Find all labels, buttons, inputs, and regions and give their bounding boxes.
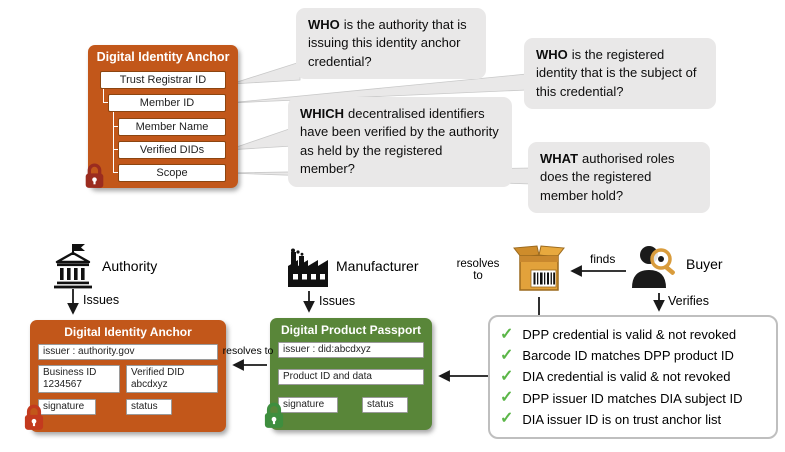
checklist-item-text: DPP issuer ID matches DIA subject ID xyxy=(522,390,743,406)
buyer-magnifier-icon xyxy=(630,243,678,294)
finds-label: finds xyxy=(590,252,616,266)
callout-text: is the authority that is issuing this id… xyxy=(308,17,467,69)
authority-building-icon xyxy=(52,243,94,294)
authority-issues-label: Issues xyxy=(83,293,120,307)
dia-schema-card: Digital Identity Anchor Trust Registrar … xyxy=(85,45,238,188)
anchor-field-scope: Scope xyxy=(118,164,226,182)
resolves-to-label-barcode: resolves to xyxy=(456,258,500,282)
verifies-label: Verifies xyxy=(668,294,709,308)
dpp-product-field: Product ID and data xyxy=(278,369,424,385)
resolves-to-label-dpp: resolves to xyxy=(222,345,274,357)
checklist-item: ✓ DPP issuer ID matches DIA subject ID xyxy=(500,390,766,406)
callout-keyword: WHICH xyxy=(300,106,345,121)
dia-verified-did-value: abcdxyz xyxy=(131,379,168,390)
dia-business-id-value: 1234567 xyxy=(43,379,82,390)
check-icon: ✓ xyxy=(500,346,514,364)
anchor-field-verified-dids: Verified DIDs xyxy=(118,141,226,159)
callout-keyword: WHAT xyxy=(540,151,579,166)
dpp-credential-card: Digital Product Passport issuer : did:ab… xyxy=(264,318,432,430)
manufacturer-issues-label: Issues xyxy=(319,294,356,308)
buyer-label: Buyer xyxy=(686,256,723,272)
dia-issuer-field: issuer : authority.gov xyxy=(38,344,218,360)
dia-verified-did-label: Verified DID xyxy=(131,367,185,378)
anchor-field-trust-registrar-id: Trust Registrar ID xyxy=(100,71,226,89)
manufacturer-label: Manufacturer xyxy=(336,258,419,274)
dia-schema-title: Digital Identity Anchor xyxy=(96,50,230,64)
package-barcode-icon xyxy=(512,244,566,301)
dia-status-field: status xyxy=(126,399,172,415)
check-icon: ✓ xyxy=(500,367,514,385)
tree-connector xyxy=(113,112,118,173)
checklist-item-text: DIA credential is valid & not revoked xyxy=(522,369,731,385)
verification-checklist: ✓ DPP credential is valid & not revoked … xyxy=(488,315,778,439)
anchor-lock-icon xyxy=(82,161,107,195)
callout-keyword: WHO xyxy=(308,17,340,32)
callout-text: is the registered identity that is the s… xyxy=(536,47,697,99)
callout-text: decentralised identifiers have been veri… xyxy=(300,106,499,177)
authority-label: Authority xyxy=(102,258,158,274)
check-icon: ✓ xyxy=(500,410,514,428)
check-icon: ✓ xyxy=(500,325,514,343)
checklist-item: ✓ Barcode ID matches DPP product ID xyxy=(500,346,766,364)
anchor-field-member-name: Member Name xyxy=(118,118,226,136)
dpp-status-field: status xyxy=(362,397,408,413)
dia-lock-icon xyxy=(21,402,47,437)
tree-connector xyxy=(103,89,108,103)
dpp-card-title: Digital Product Passport xyxy=(280,323,422,337)
dia-verified-did-field: Verified DID abcdxyz xyxy=(126,365,218,393)
dpp-issuer-field: issuer : did:abcdxyz xyxy=(278,342,424,358)
dpp-lock-icon xyxy=(261,400,287,435)
checklist-item-text: DIA issuer ID is on trust anchor list xyxy=(522,411,722,427)
dia-card-title: Digital Identity Anchor xyxy=(64,325,192,339)
checklist-item-text: Barcode ID matches DPP product ID xyxy=(522,348,734,364)
checklist-item: ✓ DPP credential is valid & not revoked xyxy=(500,325,766,343)
checklist-item-text: DPP credential is valid & not revoked xyxy=(522,327,737,343)
dia-credential-card: Digital Identity Anchor issuer : authori… xyxy=(24,320,226,432)
checklist-item: ✓ DIA issuer ID is on trust anchor list xyxy=(500,411,766,427)
callout-keyword: WHO xyxy=(536,47,568,62)
checklist-item: ✓ DIA credential is valid & not revoked xyxy=(500,367,766,385)
check-icon: ✓ xyxy=(500,389,514,407)
callout-text: authorised roles does the registered mem… xyxy=(540,151,675,203)
dpp-signature-field: signature xyxy=(278,397,338,413)
anchor-field-member-id: Member ID xyxy=(108,94,226,112)
dia-business-id-field: Business ID 1234567 xyxy=(38,365,120,393)
factory-icon xyxy=(286,248,330,293)
dia-business-id-label: Business ID xyxy=(43,367,97,378)
